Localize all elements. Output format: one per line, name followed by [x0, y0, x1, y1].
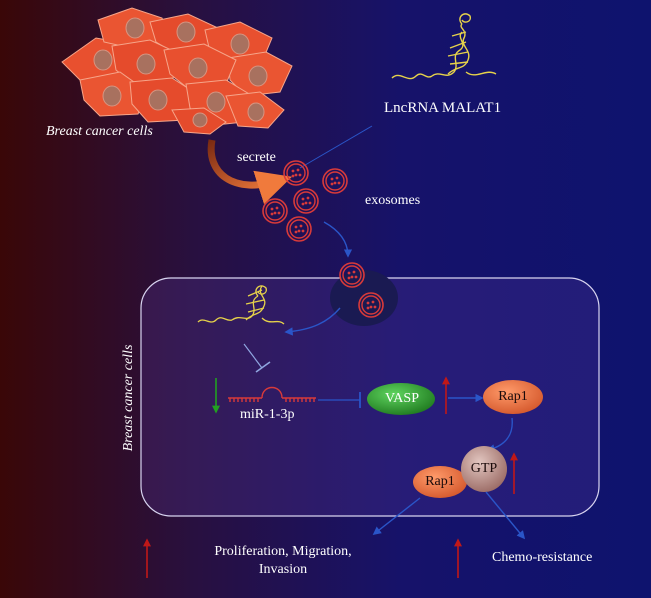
cell-nuclei: [93, 17, 268, 128]
proliferation-label: Proliferation, Migration, Invasion: [214, 544, 352, 577]
rna-release-arrow: [284, 307, 341, 336]
vasp-label: VASP: [385, 391, 419, 406]
vasp-node: [367, 383, 435, 415]
lncrna-icon: [391, 13, 497, 80]
proliferation-arrow: [372, 497, 421, 536]
chemo-label: Chemo-resistance: [492, 550, 593, 565]
secrete-label: secrete: [237, 150, 276, 165]
secrete-arrow: [207, 139, 293, 205]
rap1-gtp-rap1-node: [413, 466, 467, 498]
exosomes-label: exosomes: [365, 193, 421, 208]
exosome-uptake-arrow: [323, 221, 353, 258]
mirna-hairpin-icon: [228, 386, 316, 402]
gtp-label: GTP: [470, 461, 498, 476]
gtp-node: [461, 446, 507, 492]
mirna-label: miR-1-3p: [240, 407, 295, 422]
rap1-label: Rap1: [498, 389, 528, 404]
inner-cell-label: Breast cancer cells: [121, 344, 136, 452]
top-cells-label: Breast cancer cells: [46, 124, 153, 139]
lncrna-connector-line: [299, 125, 373, 169]
lncrna-label: LncRNA MALAT1: [384, 100, 502, 116]
lncrna-inhibition: [243, 343, 263, 369]
released-lncrna-icon: [197, 285, 285, 325]
rap1-node: [483, 380, 543, 414]
rap1-gtp-rap1-label: Rap1: [425, 474, 455, 489]
lncrna-inhibition-bar: [255, 361, 271, 373]
chemo-arrow: [485, 491, 526, 540]
